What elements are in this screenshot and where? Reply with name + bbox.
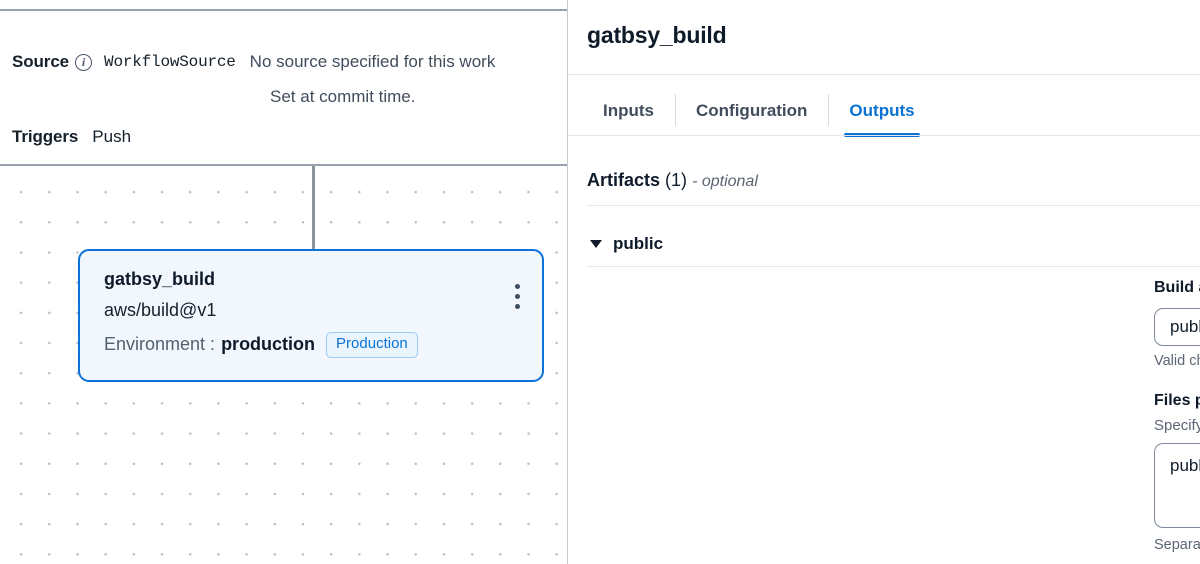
triggers-value: Push: [92, 127, 132, 146]
files-produced-description: Specify build artifacts.: [1154, 417, 1200, 434]
artifact-group-divider: [587, 266, 1200, 267]
kebab-dot: [515, 284, 520, 289]
artifact-group-public-header[interactable]: public: [590, 234, 663, 254]
tab-configuration-label: Configuration: [696, 101, 808, 120]
tabs-divider: [568, 135, 1200, 136]
tab-outputs-label: Outputs: [849, 101, 915, 120]
artifacts-heading-text: Artifacts: [587, 170, 661, 190]
artifacts-divider: [587, 205, 1200, 206]
source-description-line1: No source specified for this work: [249, 52, 496, 71]
tab-inputs-label: Inputs: [603, 101, 654, 120]
caret-down-icon[interactable]: [590, 240, 602, 248]
source-property-row: Source i WorkflowSource No source specif…: [12, 52, 495, 72]
node-environment-row: Environment : production Production: [104, 332, 418, 358]
details-tabs: Inputs Configuration Outputs: [582, 86, 936, 137]
triggers-label: Triggers: [12, 127, 79, 146]
source-description-line2: Set at commit time.: [270, 87, 416, 106]
workflow-editor-pane: Source i WorkflowSource No source specif…: [0, 0, 567, 564]
kebab-menu-icon[interactable]: [515, 284, 520, 309]
tab-inputs[interactable]: Inputs: [582, 86, 675, 136]
artifacts-section-heading: Artifacts (1) - optional: [587, 170, 758, 191]
panel-title-divider: [568, 74, 1200, 75]
info-circle-icon[interactable]: i: [75, 53, 93, 71]
tab-configuration[interactable]: Configuration: [675, 86, 828, 136]
top-divider: [0, 9, 567, 11]
workflow-node-gatbsy-build[interactable]: gatbsy_build aws/build@v1 Environment : …: [78, 249, 544, 382]
build-artifact-name-label: Build artifact name: [1154, 279, 1200, 296]
artifact-group-name: public: [613, 234, 664, 253]
node-environment-badge[interactable]: Production: [326, 332, 418, 358]
node-title: gatbsy_build: [104, 269, 216, 289]
node-environment-value: production: [221, 334, 316, 355]
node-details-panel: gatbsy_build Inputs Configuration Output…: [567, 0, 1200, 564]
node-connector-line: [312, 166, 315, 252]
artifacts-optional-tag: - optional: [692, 173, 758, 190]
workflow-properties-block: Source i WorkflowSource No source specif…: [0, 11, 567, 163]
tab-outputs[interactable]: Outputs: [828, 86, 935, 137]
artifacts-count: (1): [665, 170, 688, 190]
node-environment-label: Environment :: [104, 334, 216, 355]
workflow-canvas[interactable]: gatbsy_build aws/build@v1 Environment : …: [0, 166, 567, 564]
files-produced-textarea[interactable]: [1154, 443, 1200, 528]
files-produced-label: Files produced by build: [1154, 392, 1200, 409]
files-produced-hint: Separate multiple entries with a new lin…: [1154, 537, 1200, 553]
build-artifact-name-hint: Valid characters: A-Z, a-z, 0-9, and spe…: [1154, 353, 1200, 369]
node-action-id: aws/build@v1: [104, 300, 217, 320]
kebab-dot: [515, 294, 520, 299]
kebab-dot: [515, 304, 520, 309]
triggers-property-row: Triggers Push: [12, 127, 131, 147]
source-value: WorkflowSource: [104, 53, 236, 71]
source-label: Source: [12, 52, 70, 71]
panel-title: gatbsy_build: [587, 22, 727, 48]
canvas-top-divider: [0, 164, 567, 166]
build-artifact-name-input[interactable]: [1154, 308, 1200, 346]
